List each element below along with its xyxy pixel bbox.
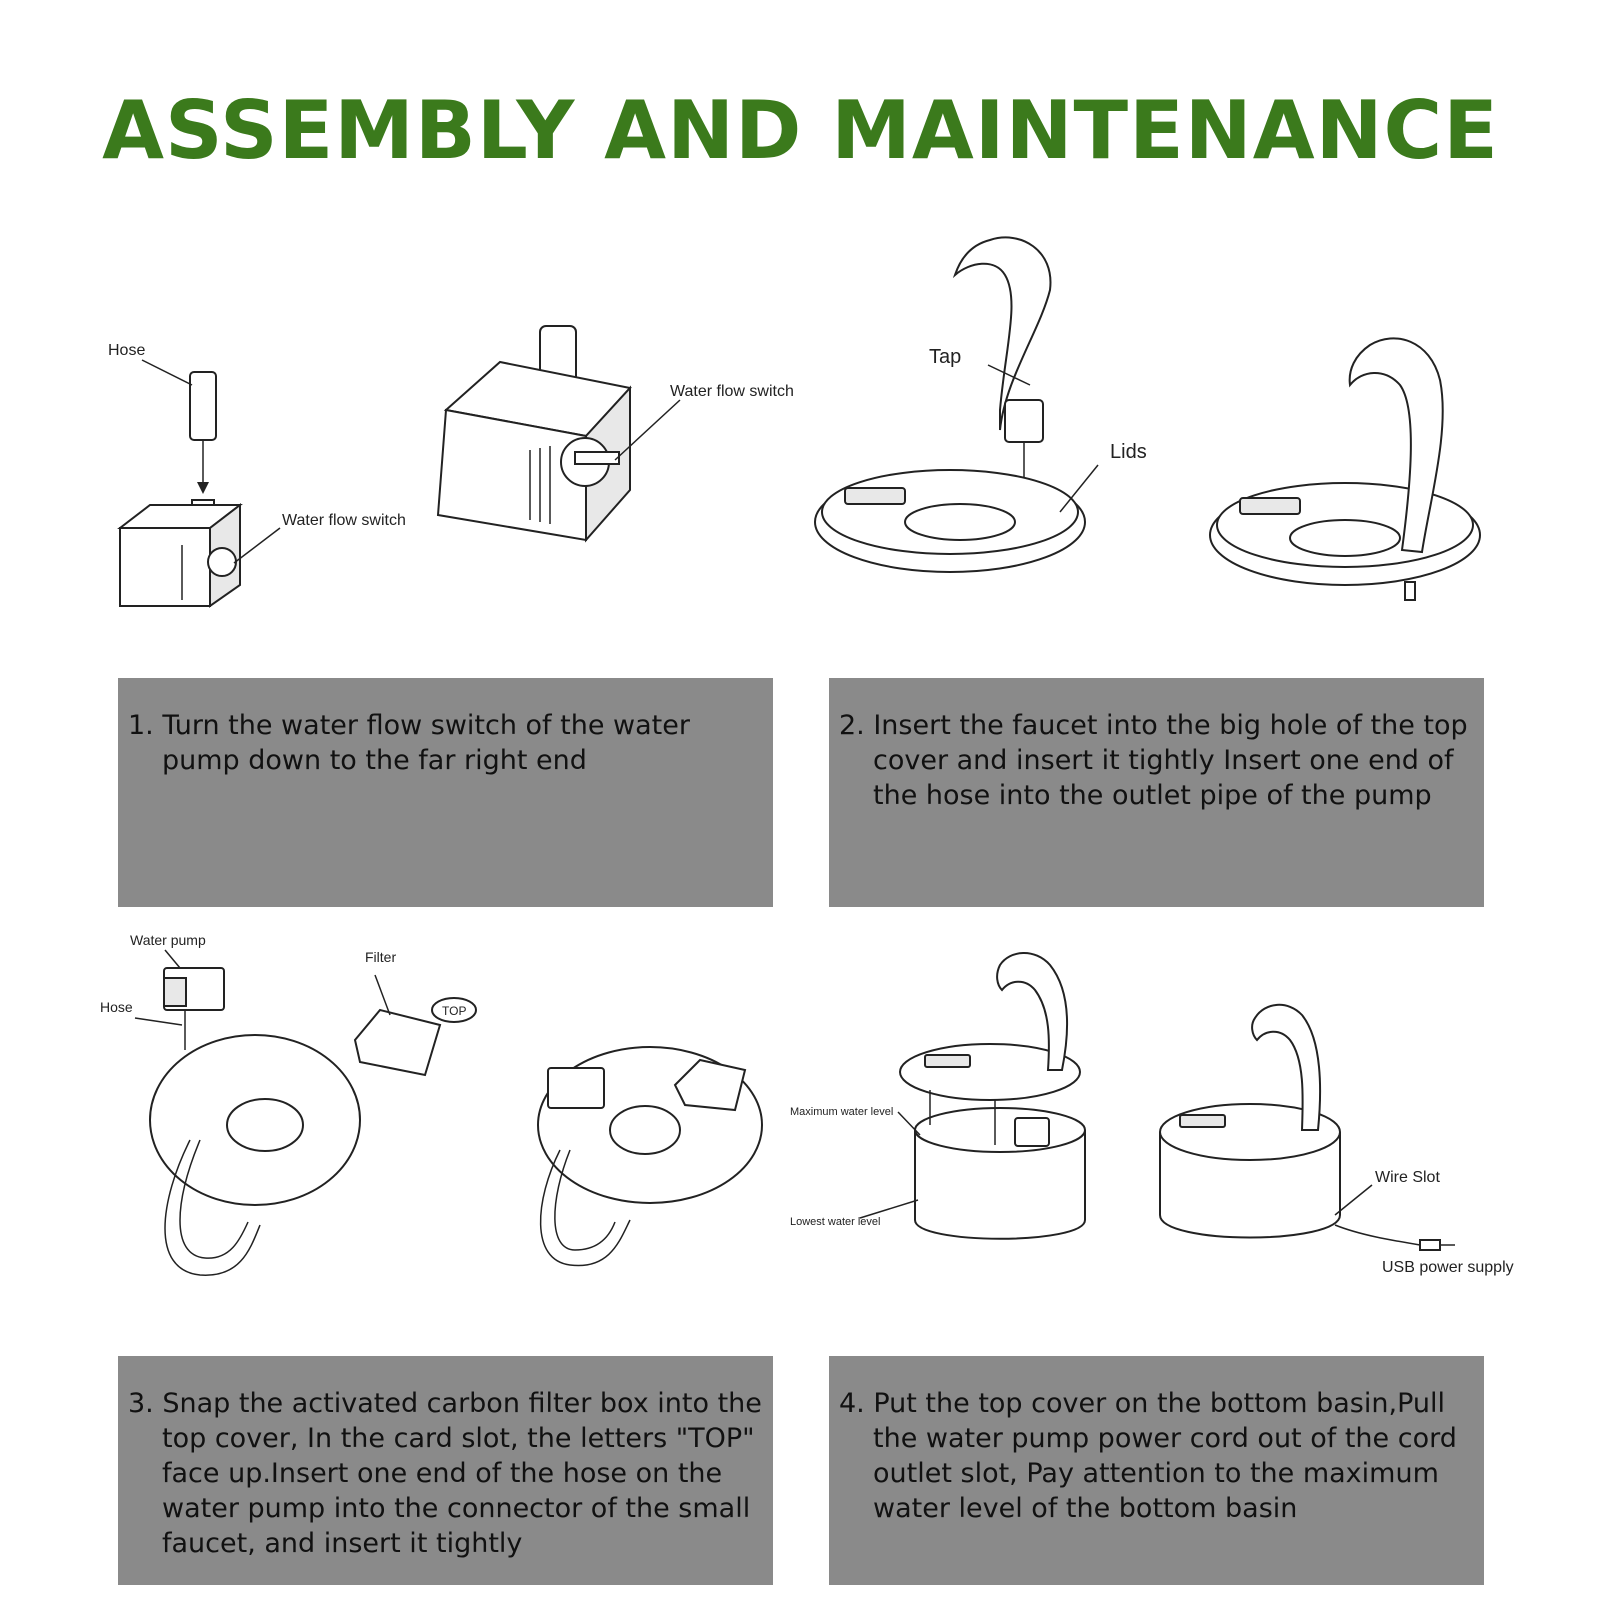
assembled-fountain-illustration (1159, 1003, 1455, 1251)
hose-label-2: Hose (100, 999, 133, 1015)
step-1-text: 1. Turn the water flow switch of the wat… (128, 710, 690, 776)
pump-filter-lid-illustration (149, 967, 477, 1276)
water-flow-switch-label-1: Water flow switch (282, 512, 406, 529)
water-pump-leader (164, 949, 181, 969)
step-3-panel: 3. Snap the activated carbon filter box … (118, 1356, 773, 1585)
hose-leader-1 (141, 359, 193, 386)
large-pump-illustration (436, 325, 632, 543)
usb-power-supply-label: USB power supply (1382, 1259, 1514, 1276)
lowest-level-leader (859, 1199, 919, 1219)
step-3-text: 3. Snap the activated carbon filter box … (128, 1388, 762, 1559)
switch-leader-2 (614, 399, 681, 461)
filter-leader (374, 974, 391, 1016)
lid-assembled-illustration (1209, 337, 1481, 601)
switch-leader-1 (233, 527, 281, 564)
lid-with-pump-filter-illustration (537, 1046, 763, 1267)
water-pump-label: Water pump (130, 932, 206, 948)
cover-onto-basin-illustration (899, 952, 1086, 1240)
water-flow-switch-label-2: Water flow switch (670, 383, 794, 400)
page-title: ASSEMBLY AND MAINTENANCE (102, 84, 1499, 177)
wire-slot-leader (1334, 1184, 1373, 1216)
max-level-leader (897, 1111, 921, 1136)
step-4-panel: 4. Put the top cover on the bottom basin… (829, 1356, 1484, 1585)
lowest-water-level-label: Lowest water level (790, 1216, 881, 1228)
lid-with-tap-illustration (814, 236, 1086, 573)
small-pump-illustration (117, 371, 243, 608)
top-tag-label: TOP (442, 1004, 466, 1018)
step-2-text: 2. Insert the faucet into the big hole o… (839, 710, 1468, 811)
tap-leader (987, 364, 1031, 386)
hose-label-1: Hose (108, 342, 145, 359)
step-2-panel: 2. Insert the faucet into the big hole o… (829, 678, 1484, 907)
step-1-panel: 1. Turn the water flow switch of the wat… (118, 678, 773, 907)
step-4-text: 4. Put the top cover on the bottom basin… (839, 1388, 1457, 1524)
maximum-water-level-label: Maximum water level (790, 1106, 893, 1118)
lids-label: Lids (1110, 441, 1147, 463)
filter-label: Filter (365, 949, 396, 965)
lids-leader (1059, 464, 1099, 513)
wire-slot-label: Wire Slot (1375, 1169, 1440, 1186)
hose-leader-2 (134, 1017, 183, 1026)
tap-label: Tap (929, 346, 961, 368)
